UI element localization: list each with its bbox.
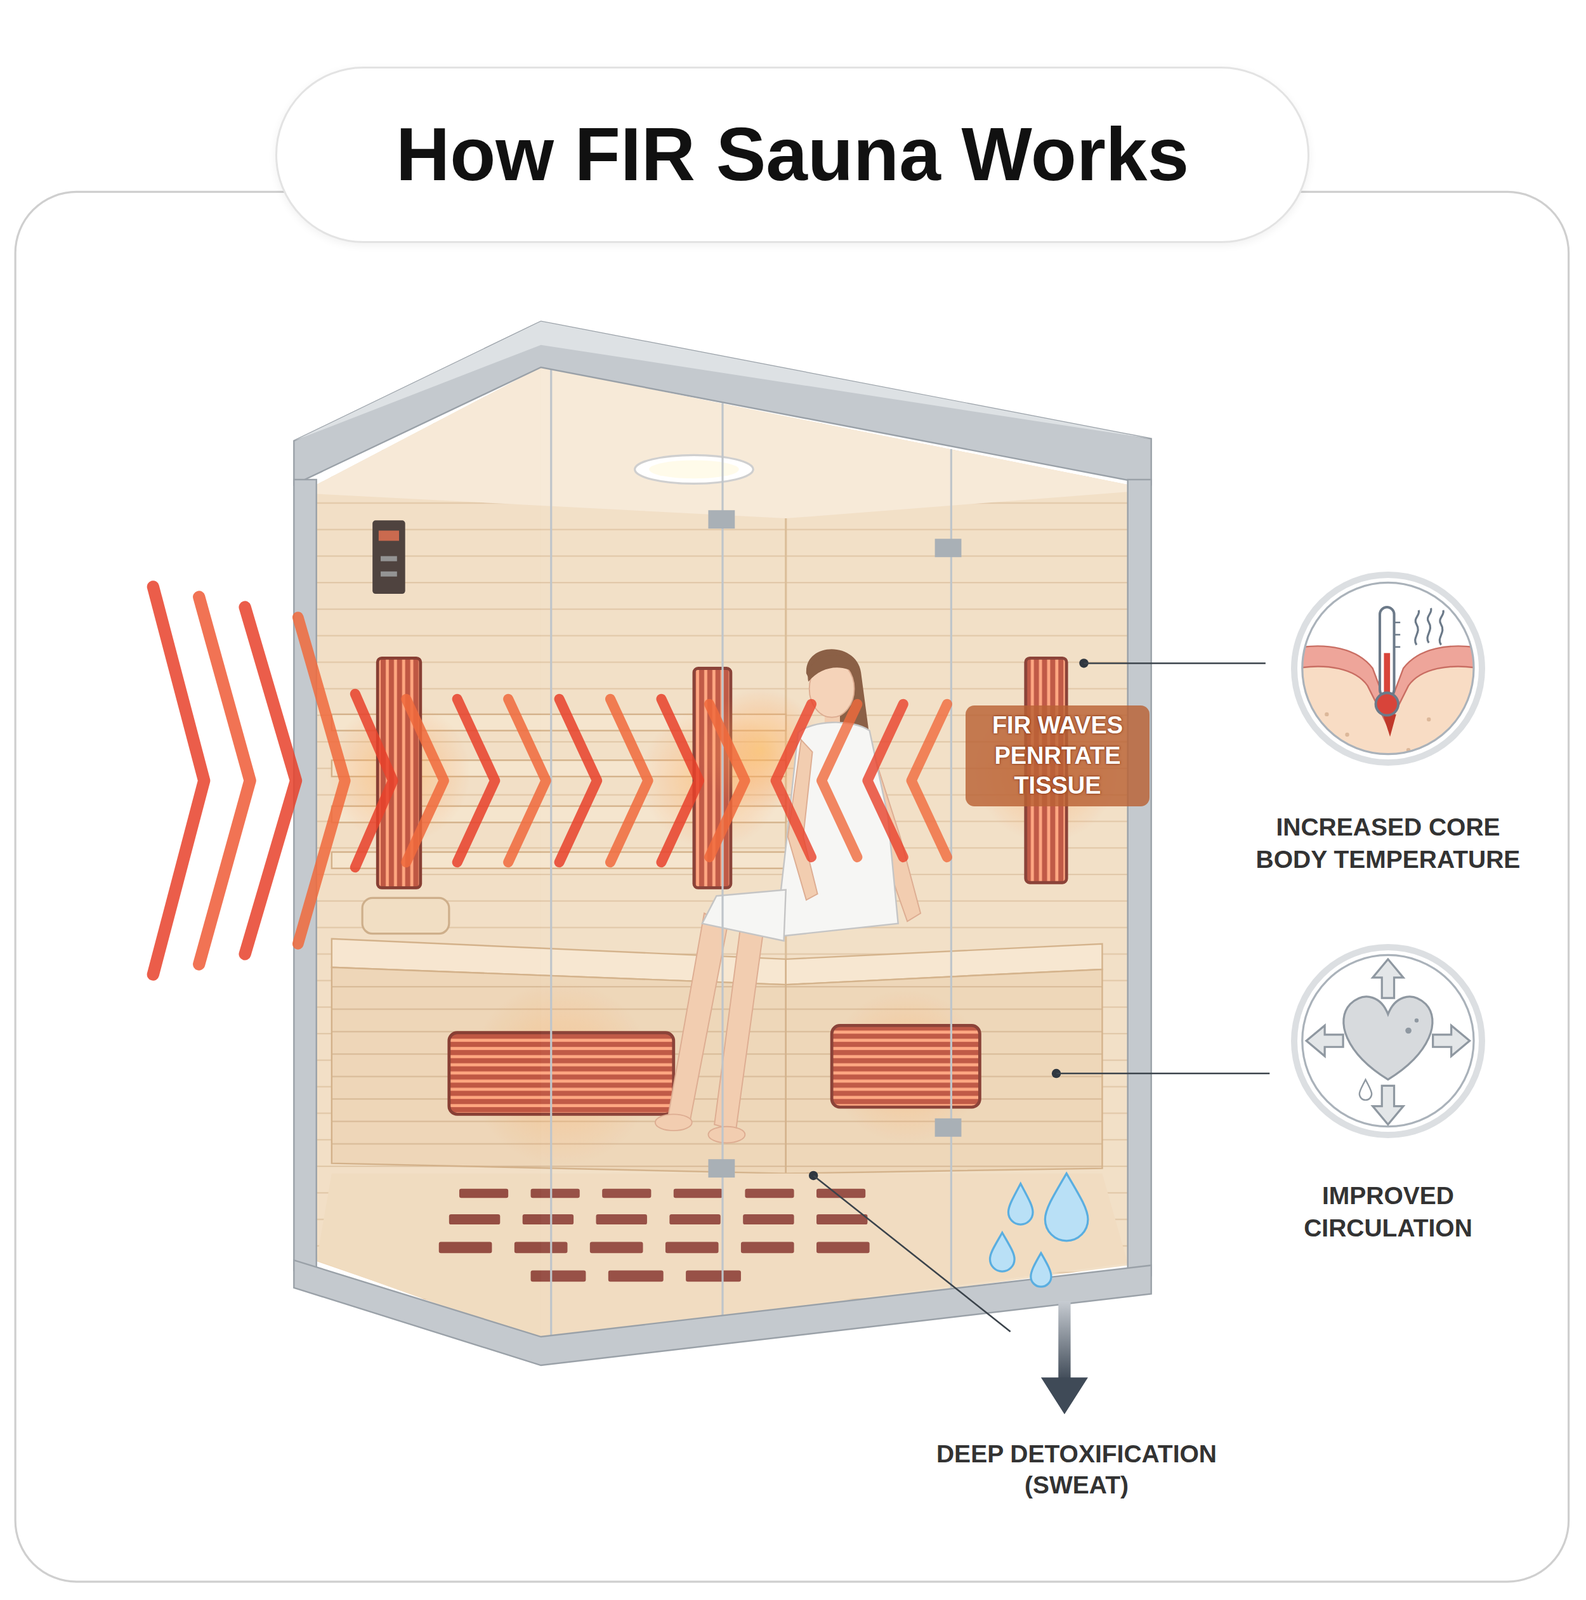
icon-caption: INCREASED CORE BODY TEMPERATURE — [1242, 811, 1534, 876]
down-arrow-head — [1041, 1377, 1088, 1415]
down-arrow-shaft — [1058, 1301, 1071, 1381]
circulation-icon — [1302, 954, 1474, 1127]
hinge — [935, 538, 962, 558]
temperature-icon — [1296, 582, 1481, 776]
wave-label: FIR WAVES PENRTATE TISSUE — [965, 705, 1150, 807]
result-label: DEEP DETOXIFICATION (SWEAT) — [898, 1438, 1255, 1501]
icon-circle: IMPROVED CIRCULATION — [1291, 943, 1486, 1139]
leader-line — [813, 1175, 1010, 1332]
sweat-drops — [989, 1173, 1088, 1288]
fir-wave-chevrons — [152, 586, 948, 975]
hinge — [707, 1159, 735, 1178]
icon-circle: INCREASED CORE BODY TEMPERATURE — [1291, 571, 1486, 766]
roof-top — [293, 321, 1151, 441]
glass-front — [541, 367, 1128, 1342]
hinge — [935, 1118, 962, 1137]
leader-line — [1083, 662, 1265, 665]
title-text: How FIR Sauna Works — [395, 113, 1189, 197]
base-frame — [293, 1259, 1151, 1366]
outer-panel — [15, 191, 1569, 1582]
title-pill: How FIR Sauna Works — [275, 66, 1310, 243]
frame-post — [1127, 479, 1152, 1276]
icon-caption: IMPROVED CIRCULATION — [1242, 1179, 1534, 1245]
hinge — [707, 510, 735, 529]
leader-line — [1056, 1072, 1270, 1075]
sauna-interior — [316, 367, 1128, 1342]
roof-frame — [293, 321, 1151, 485]
